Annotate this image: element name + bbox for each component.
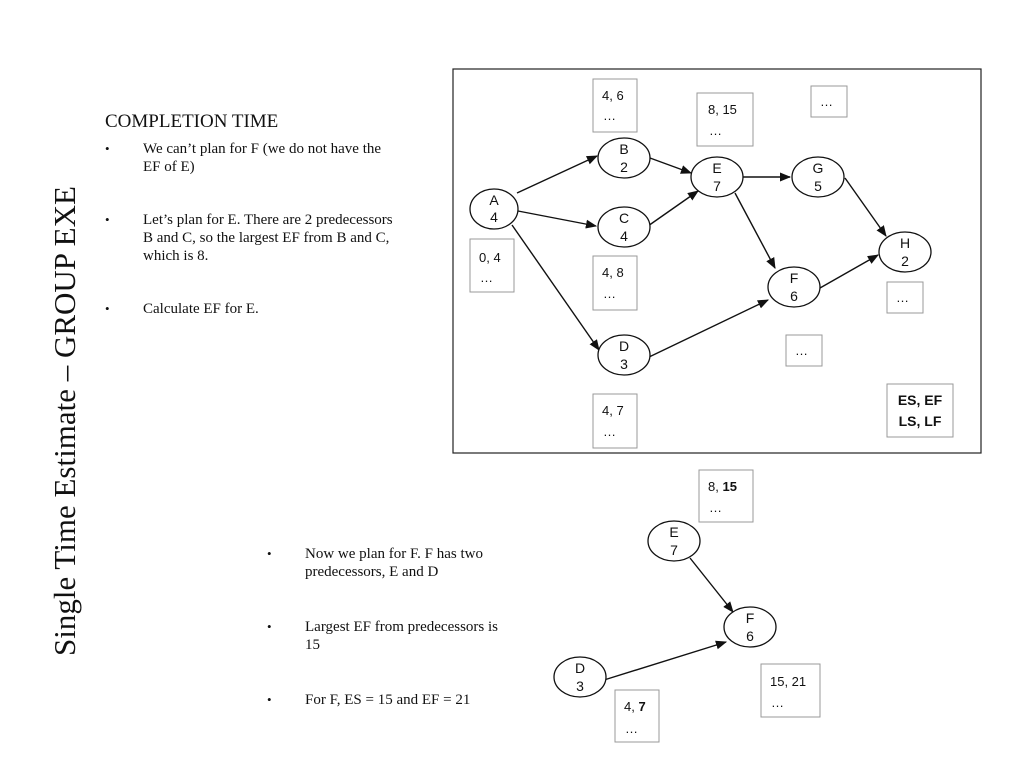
node-c-name: C [619,210,629,226]
node-d [597,334,651,376]
box-b-line1: 4, 6 [602,88,624,103]
legend-box [886,383,954,438]
arrow-a-d [511,224,600,351]
bullet-item: Now we plan for F. F has two predecessor… [267,545,507,581]
node-h [878,231,932,273]
node-f-name: F [790,270,799,286]
node-f [767,266,821,308]
node-d-duration: 3 [620,356,628,372]
box-h [886,281,924,314]
node-c [597,206,651,248]
detail-box-f [760,663,821,718]
legend-line1: ES, EF [898,392,943,408]
box-a-line2: … [480,270,493,285]
box-g [810,85,848,118]
arrow-a-b [516,155,599,194]
detail-box-d-line1: 4, 7 [624,699,646,714]
node-h-name: H [900,235,910,251]
detail-box-d-ef: 7 [638,699,645,714]
detail-node-d [553,656,607,698]
box-e-line1: 8, 15 [708,102,737,117]
arrow-g-h [844,177,887,237]
node-e [690,156,744,198]
detail-node-f [723,606,777,648]
node-b [597,137,651,179]
node-g-name: G [813,160,824,176]
detail-box-e-line2: … [709,500,722,515]
box-c-line2: … [603,286,616,301]
node-a-name: A [489,192,499,208]
detail-box-e-ef: 15 [722,479,736,494]
arrow-b-e [649,157,693,174]
box-b-line2: … [603,108,616,123]
box-e [696,92,754,147]
node-a-duration: 4 [490,209,498,225]
detail-node-d-duration: 3 [576,678,584,694]
box-g-line1: … [820,94,833,109]
arrow-c-e [647,190,699,227]
node-f-duration: 6 [790,288,798,304]
detail-box-d-line2: … [625,721,638,736]
arrow-e-f [734,192,776,269]
detail-node-e-name: E [669,524,678,540]
node-g [791,156,845,198]
detail-node-d-name: D [575,660,585,676]
arrow-a-c [517,210,598,229]
detail-box-d [614,689,660,743]
detail-box-f-line1: 15, 21 [770,674,806,689]
box-h-line1: … [896,290,909,305]
bullet-item: Calculate EF for E. [105,300,395,318]
box-a-line1: 0, 4 [479,250,501,265]
arrow-f-h [819,254,879,289]
node-b-name: B [619,141,628,157]
bullet-item: Largest EF from predecessors is 15 [267,618,507,654]
bullet-item: For F, ES = 15 and EF = 21 [267,691,507,709]
node-d-name: D [619,338,629,354]
top-bullet-list: We can’t plan for F (we do not have the … [105,140,395,318]
node-e-duration: 7 [713,178,721,194]
box-d [592,393,638,449]
box-d-line2: … [603,424,616,439]
detail-box-e [698,469,754,523]
node-a [469,188,519,230]
bottom-bullet-list: Now we plan for F. F has two predecessor… [267,545,507,709]
box-f [785,334,823,367]
legend-line2: LS, LF [899,413,942,429]
node-c-duration: 4 [620,228,628,244]
diagram-frame [452,68,982,454]
detail-box-d-es: 4, [624,699,638,714]
box-a [469,238,515,293]
detail-arrow-e-f [689,557,734,613]
box-c [592,255,638,311]
bullet-item: Let’s plan for E. There are 2 predecesso… [105,211,395,265]
node-e-name: E [712,160,721,176]
node-b-duration: 2 [620,159,628,175]
box-d-line1: 4, 7 [602,403,624,418]
node-g-duration: 5 [814,178,822,194]
detail-node-e [647,520,701,562]
box-f-line1: … [795,343,808,358]
detail-node-f-name: F [746,610,755,626]
box-b [592,78,638,133]
detail-node-e-duration: 7 [670,542,678,558]
detail-box-f-line2: … [771,695,784,710]
box-e-line2: … [709,123,722,138]
node-h-duration: 2 [901,253,909,269]
arrow-d-f [646,299,770,359]
bullet-item: We can’t plan for F (we do not have the … [105,140,395,176]
detail-box-e-line1: 8, 15 [708,479,737,494]
box-c-line1: 4, 8 [602,265,624,280]
section-heading: COMPLETION TIME [105,111,279,132]
detail-box-e-es: 8, [708,479,722,494]
detail-arrow-d-f [603,640,728,681]
detail-node-f-duration: 6 [746,628,754,644]
